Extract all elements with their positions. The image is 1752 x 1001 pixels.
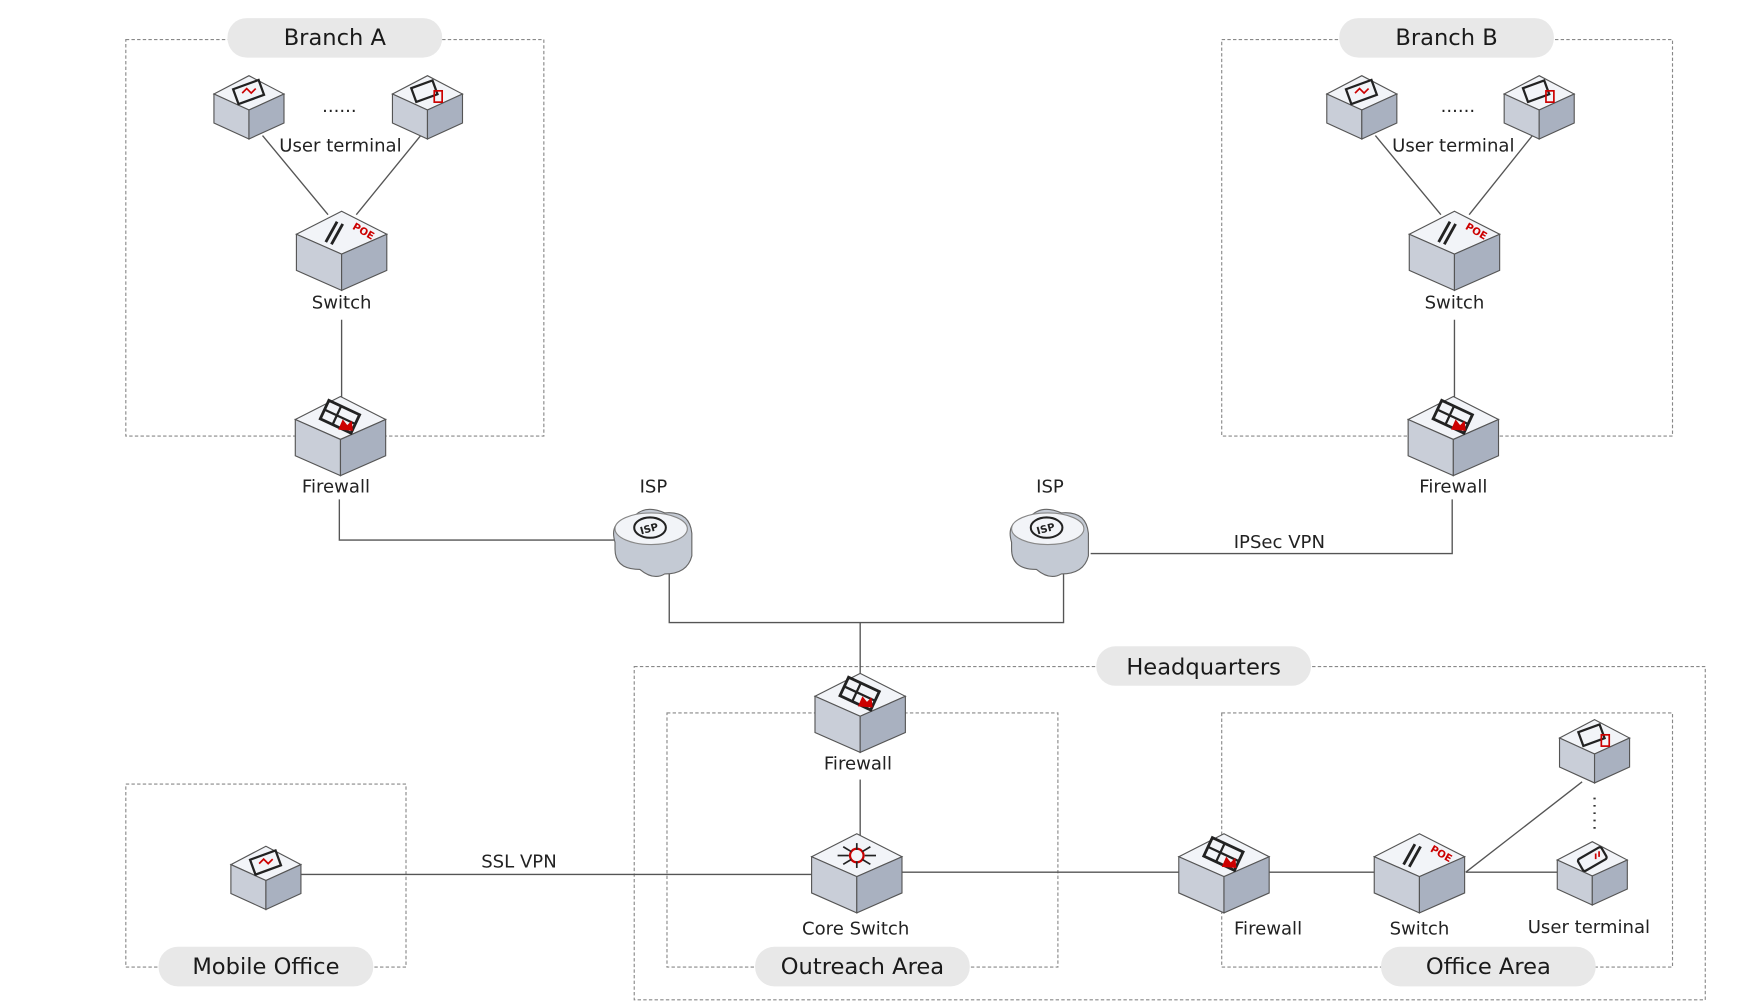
link-b-terminal1-switch xyxy=(1374,135,1442,216)
user-terminal-label: User terminal xyxy=(1528,917,1650,938)
zone-pill xyxy=(227,18,443,58)
zone-pill xyxy=(1096,646,1311,686)
link-a-terminal1-switch xyxy=(261,135,329,216)
firewall-label: Firewall xyxy=(1419,477,1487,498)
svg-text:ISP: ISP xyxy=(639,522,660,538)
zone-title: Mobile Office xyxy=(192,954,339,980)
zone-headquarters: Headquarters xyxy=(633,646,1706,1001)
user-terminal-laptop-icon xyxy=(391,75,464,140)
user-terminal-laptop-icon xyxy=(1558,719,1631,784)
core-switch-icon xyxy=(810,833,904,914)
zone-title: Outreach Area xyxy=(781,954,944,980)
switch-label: Switch xyxy=(312,292,372,313)
zone-title: Branch A xyxy=(284,25,387,51)
user-terminal-label: User terminal xyxy=(1392,135,1514,156)
user-terminal-laptop-icon xyxy=(1502,75,1576,140)
zone-pill xyxy=(755,946,970,987)
zone-pill xyxy=(158,946,374,987)
isp-cloud-icon: ISP xyxy=(613,508,693,578)
zone-title: Headquarters xyxy=(1126,654,1281,680)
switch-poe-icon: POE xyxy=(1372,833,1466,914)
isp-label: ISP xyxy=(640,477,668,498)
link-isp-join xyxy=(668,573,1065,624)
zone-branch-b: Branch B xyxy=(1221,18,1674,437)
svg-text:ISP: ISP xyxy=(1036,522,1057,538)
link-office-switch-terminal-top xyxy=(1465,781,1583,873)
switch-label: Switch xyxy=(1425,292,1485,313)
firewall-icon xyxy=(1177,833,1271,914)
zone-border xyxy=(633,666,1706,1001)
user-terminal-phone-icon xyxy=(1555,841,1629,906)
firewall-icon xyxy=(293,395,387,477)
ellipsis-label: ...... xyxy=(1441,96,1475,117)
firewall-icon xyxy=(1406,395,1500,477)
zone-mobile-office: Mobile Office xyxy=(125,783,407,987)
link-a-terminal2-switch xyxy=(355,135,422,216)
ssl-vpn-label: SSL VPN xyxy=(481,852,557,873)
user-terminal-label: User terminal xyxy=(279,135,401,156)
mobile-terminal-pc-icon xyxy=(229,845,303,911)
switch-label: Switch xyxy=(1390,918,1450,939)
isp-cloud-icon: ISP xyxy=(1009,508,1089,578)
firewall-label: Firewall xyxy=(824,753,892,774)
switch-poe-icon: POE xyxy=(295,210,389,292)
link-a-firewall-isp xyxy=(338,499,617,541)
zone-pill xyxy=(1381,946,1596,987)
link-b-terminal2-switch xyxy=(1468,135,1533,216)
ellipsis-label: ...... xyxy=(322,96,356,117)
user-terminal-pc-icon xyxy=(212,75,286,140)
user-terminal-pc-icon xyxy=(1325,75,1399,140)
link-ipsec-vpn xyxy=(1090,499,1453,555)
links xyxy=(261,135,1596,876)
devices: POE POE ISP ISP POE xyxy=(212,75,1631,914)
ipsec-vpn-label: IPSec VPN xyxy=(1234,532,1325,553)
zone-pill xyxy=(1339,18,1554,58)
core-switch-label: Core Switch xyxy=(802,918,909,939)
zone-title: Branch B xyxy=(1395,25,1497,51)
isp-label: ISP xyxy=(1036,477,1064,498)
switch-poe-icon: POE xyxy=(1407,210,1501,292)
firewall-label: Firewall xyxy=(1234,918,1302,939)
zone-title: Office Area xyxy=(1426,954,1551,980)
firewall-label: Firewall xyxy=(302,477,370,498)
firewall-icon xyxy=(813,672,907,754)
